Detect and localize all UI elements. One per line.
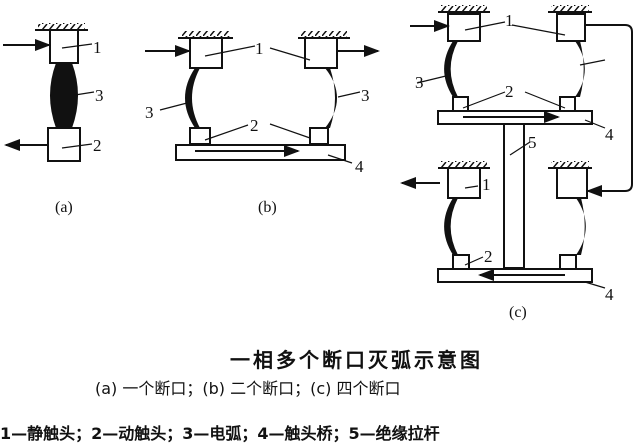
electric-arc — [325, 68, 337, 128]
label-diagram.subfigures.a: (a) — [55, 199, 73, 216]
electric-arc — [185, 68, 200, 128]
ground-hatch-icon — [441, 161, 487, 168]
label-diagram.labels.two: 2 — [484, 247, 493, 266]
static-contact — [304, 37, 338, 69]
moving-contact — [309, 127, 329, 145]
label-diagram.subfigures.c: (c) — [509, 304, 527, 321]
label-diagram.labels.one: 1 — [482, 175, 491, 194]
leader-line — [337, 91, 361, 98]
electric-arc — [575, 41, 585, 97]
label-diagram.labels.one: 1 — [505, 11, 514, 30]
leader-line — [584, 119, 606, 129]
leader-line — [579, 59, 606, 66]
label-diagram.labels.two: 2 — [93, 136, 102, 155]
static-contact — [556, 13, 586, 42]
electric-arc — [444, 198, 458, 255]
label-diagram.labels.four: 4 — [605, 285, 614, 304]
caption-subfigures: (a) 一个断口；(b) 二个断口；(c) 四个断口 — [95, 379, 401, 398]
leader-line — [74, 91, 95, 96]
leader-line — [464, 256, 484, 266]
leader-line — [269, 123, 311, 139]
insulating-pull-rod — [503, 123, 525, 269]
leader-line — [464, 185, 479, 189]
electric-arc — [50, 63, 78, 128]
label-diagram.labels.two: 2 — [505, 82, 514, 101]
label-diagram.labels.one: 1 — [255, 39, 264, 58]
electric-arc — [444, 41, 458, 97]
label-diagram.labels.four: 4 — [605, 125, 614, 144]
electric-arc — [576, 198, 586, 255]
caption-title: 一相多个断口灭弧示意图 — [230, 348, 483, 372]
leader-line — [61, 143, 93, 149]
label-diagram.labels.three: 3 — [95, 86, 104, 105]
connecting-wire — [585, 24, 633, 192]
leader-line — [159, 102, 188, 111]
ground-hatch-icon — [551, 161, 589, 168]
moving-contact — [189, 127, 211, 145]
static-contact — [556, 167, 588, 199]
label-diagram.labels.three: 3 — [361, 86, 370, 105]
ground-hatch-icon — [441, 5, 487, 12]
leader-line — [464, 21, 506, 31]
moving-contact — [559, 254, 577, 270]
label-diagram.labels.five: 5 — [528, 133, 537, 152]
label-diagram.labels.one: 1 — [93, 38, 102, 57]
static-contact — [447, 167, 481, 199]
label-diagram.labels.three: 3 — [145, 103, 154, 122]
moving-contact — [452, 96, 469, 112]
leader-line — [204, 124, 249, 141]
contact-bridge — [175, 144, 346, 161]
leader-line — [327, 154, 353, 164]
label-diagram.subfigures.b: (b) — [258, 199, 277, 216]
caption-legend: 1—静触头；2—动触头；3—电弧；4—触头桥；5—绝缘拉杆 — [0, 424, 440, 443]
moving-contact — [47, 127, 81, 162]
ground-hatch-icon — [38, 23, 85, 30]
leader-line — [509, 141, 531, 156]
moving-contact — [452, 254, 470, 270]
leader-line — [269, 47, 311, 61]
label-diagram.labels.four: 4 — [355, 157, 364, 176]
ground-hatch-icon — [551, 5, 589, 12]
leader-line — [204, 45, 256, 57]
leader-line — [511, 24, 566, 36]
leader-line — [61, 43, 93, 49]
ground-hatch-icon — [181, 31, 230, 38]
label-diagram.labels.two: 2 — [250, 116, 259, 135]
leader-line — [524, 91, 566, 109]
leader-line — [584, 281, 606, 289]
moving-contact — [559, 96, 576, 112]
leader-line — [462, 91, 506, 109]
leader-line — [416, 74, 451, 84]
ground-hatch-icon — [301, 31, 347, 38]
label-diagram.labels.three: 3 — [415, 73, 424, 92]
